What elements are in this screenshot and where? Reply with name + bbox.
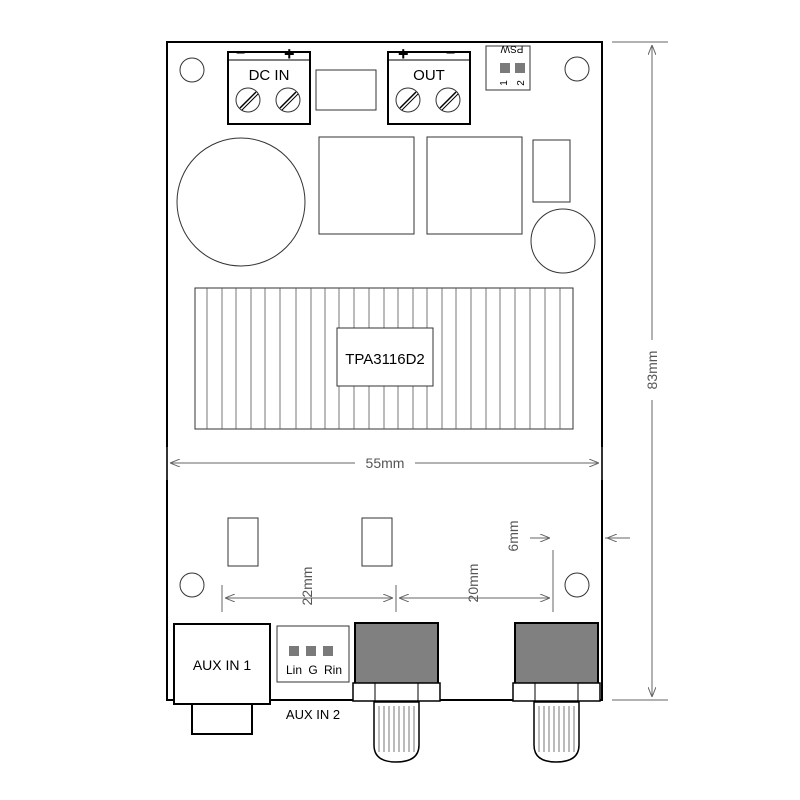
pot-offset-dimension: 6mm (505, 520, 630, 552)
aux-in-1-label: AUX IN 1 (193, 657, 252, 673)
out-minus-sign: − (446, 45, 455, 62)
aux-pin-rin (323, 646, 333, 656)
aux-pin-lin-label: Lin (286, 663, 302, 677)
inductor-1 (318, 136, 415, 235)
out-terminal: + − OUT (387, 44, 471, 125)
pot-spacing-dimension: 20mm (399, 550, 554, 612)
out-screw-2 (435, 87, 461, 113)
heatsink: TPA3116D2 (194, 287, 574, 430)
component-rect-lower-1 (227, 517, 259, 567)
aux-in-1-jack: AUX IN 1 (173, 623, 271, 735)
dc-in-screw-1 (235, 87, 261, 113)
width-dimension-label: 55mm (366, 455, 405, 471)
dc-in-terminal: − + DC IN (227, 44, 311, 125)
width-dimension: 55mm (166, 447, 603, 480)
aux-in-2-label: AUX IN 2 (286, 707, 340, 722)
psw-jumper: PSW 1 2 (485, 43, 531, 91)
mounting-hole-top-right (564, 56, 590, 82)
large-capacitor (176, 137, 306, 267)
aux-pin-g-label: G (308, 663, 317, 677)
pot-offset-dimension-label: 6mm (505, 520, 521, 551)
out-plus-sign: + (398, 44, 409, 64)
component-rect-right (532, 139, 571, 203)
mounting-hole-top-left (179, 57, 205, 83)
height-dimension-label: 83mm (644, 351, 660, 390)
aux-in-2-header: Lin G Rin AUX IN 2 (276, 625, 350, 722)
dc-in-screw-2 (275, 87, 301, 113)
aux-pin-g (306, 646, 316, 656)
component-rect-top (315, 69, 377, 111)
jack-to-pot-dimension: 22mm (221, 567, 397, 612)
psw-pin-1-label: 1 (499, 80, 510, 86)
psw-pin-2 (515, 63, 525, 73)
small-capacitor (530, 208, 596, 274)
out-screw-1 (395, 87, 421, 113)
psw-pin-1 (500, 63, 510, 73)
dc-in-minus-sign: − (236, 45, 245, 62)
jack-to-pot-dimension-label: 22mm (299, 567, 315, 606)
inductor-2 (426, 136, 523, 235)
chip-label-box (336, 327, 434, 387)
chip-label: TPA3116D2 (345, 351, 425, 368)
component-rect-lower-2 (361, 517, 393, 567)
potentiometer-left (352, 622, 441, 763)
psw-label: PSW (500, 43, 523, 54)
dc-in-plus-sign: + (284, 44, 295, 64)
aux-pin-lin (289, 646, 299, 656)
out-label: OUT (413, 67, 445, 84)
mounting-hole-bottom-right (564, 572, 590, 598)
dc-in-label: DC IN (249, 67, 290, 84)
height-dimension: 83mm (612, 41, 668, 701)
aux-pin-rin-label: Rin (324, 663, 342, 677)
mounting-hole-bottom-left (179, 572, 205, 598)
psw-pin-2-label: 2 (516, 80, 527, 86)
pot-spacing-dimension-label: 20mm (465, 564, 481, 603)
potentiometer-right (512, 622, 601, 763)
